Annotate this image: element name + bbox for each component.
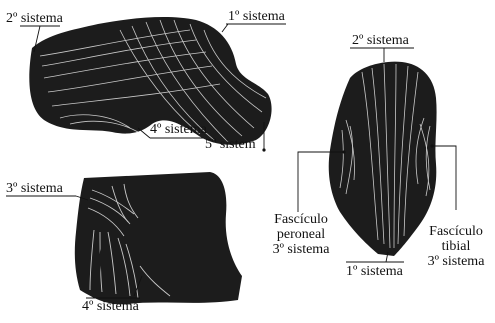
label-fasciculo-tibial-line3: 3º sistema — [419, 254, 493, 269]
label-fasciculo-peroneal: Fascículo peroneal 3º sistema — [262, 212, 340, 257]
label-fasciculo-peroneal-line1: Fascículo — [262, 212, 340, 227]
leader-right-2nd — [350, 48, 414, 62]
label-fasciculo-tibial-line1: Fascículo — [419, 224, 493, 239]
leader-top-left-1st — [222, 24, 286, 32]
label-top-left-5th-sistem: 5º sistem — [205, 137, 256, 152]
label-top-left-2nd-sistema: 2º sistema — [6, 11, 63, 26]
leader-bottom-left-3rd — [6, 196, 88, 200]
label-top-left-1st-sistema: 1º sistema — [228, 9, 285, 24]
label-right-1st-sistema: 1º sistema — [346, 264, 403, 279]
label-fasciculo-tibial: Fascículo tibial 3º sistema — [419, 224, 493, 269]
label-bottom-left-4th-sistema: 4º sistema — [82, 299, 139, 314]
label-bottom-left-3rd-sistema: 3º sistema — [6, 181, 63, 196]
label-fasciculo-peroneal-line3: 3º sistema — [262, 242, 340, 257]
specimen-bottom-left — [75, 172, 242, 304]
label-fasciculo-peroneal-line2: peroneal — [262, 227, 340, 242]
label-top-left-4th-sistema: 4º sistema — [150, 122, 207, 137]
label-right-2nd-sistema: 2º sistema — [352, 33, 409, 48]
label-fasciculo-tibial-line2: tibial — [419, 239, 493, 254]
